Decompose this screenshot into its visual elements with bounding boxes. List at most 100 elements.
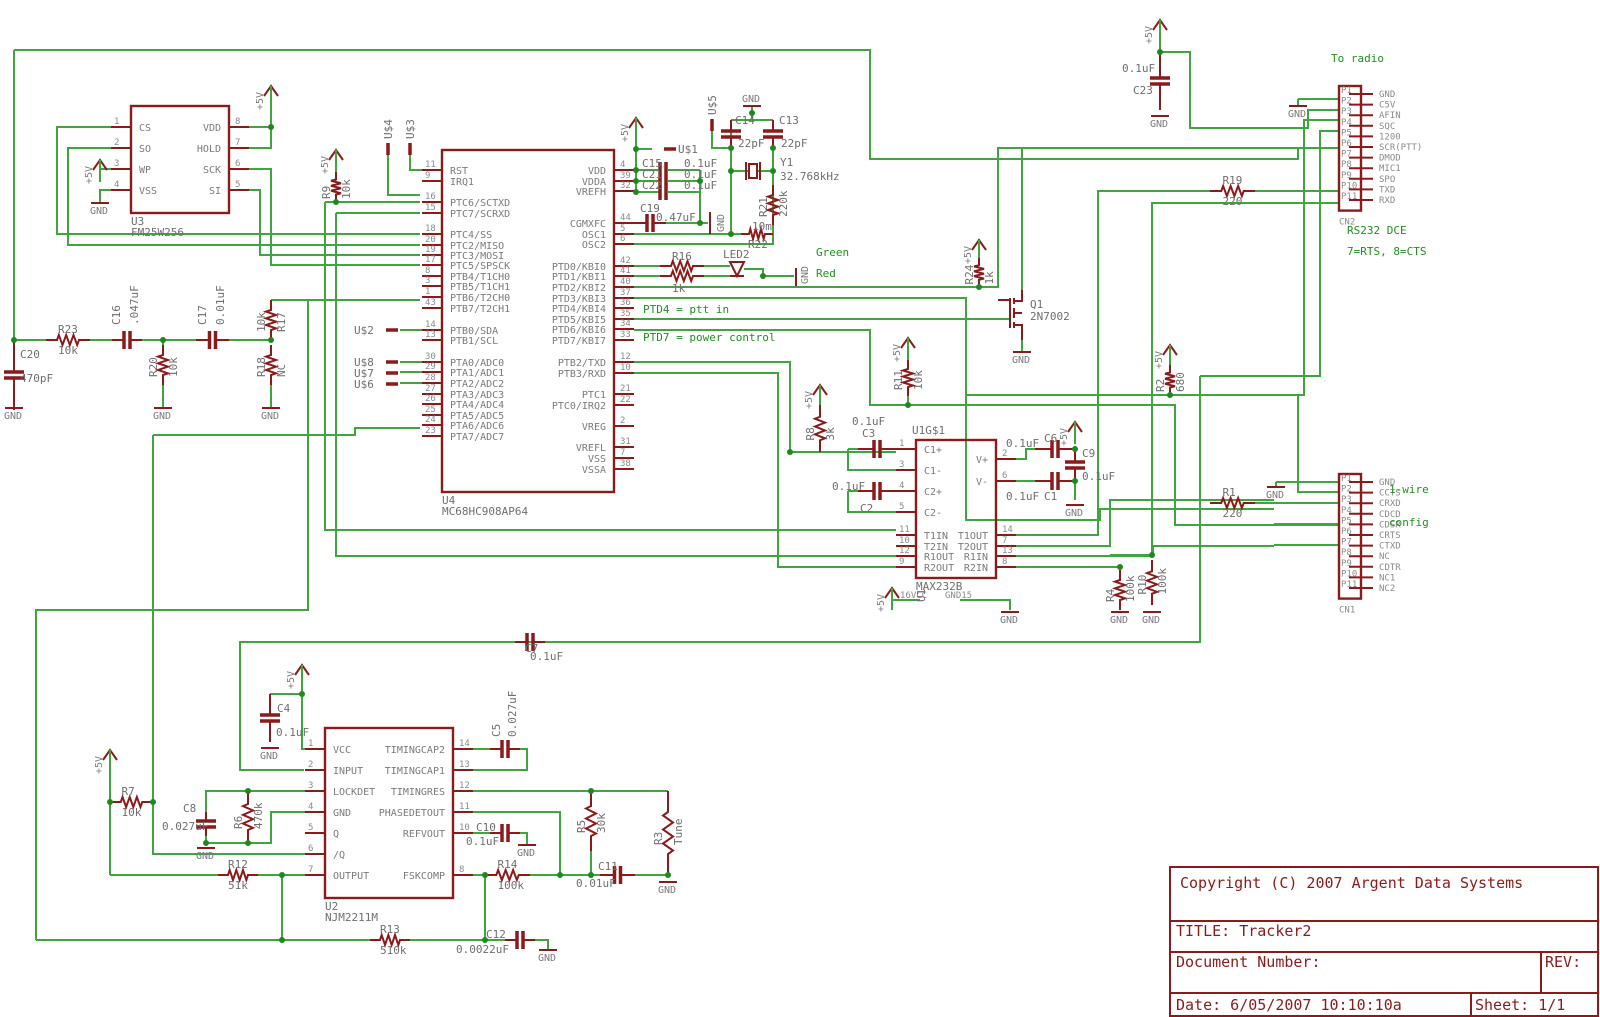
vcc-label: +5V — [1154, 351, 1165, 369]
wire — [249, 189, 420, 256]
capacitor — [196, 331, 229, 349]
wires — [13, 42, 1339, 950]
junction-dot — [279, 872, 285, 878]
port-label: U$3 — [404, 119, 417, 139]
c5-ref: C5 — [490, 724, 503, 737]
wire — [239, 376, 1201, 771]
pin-number: 39 — [620, 171, 631, 181]
pin-name: PTB0/SDA — [450, 326, 498, 337]
wire — [153, 427, 420, 436]
ref-label: C3 — [862, 427, 875, 440]
pin-name: TIMINGRES — [391, 787, 445, 798]
pin-name: CCTS — [1379, 489, 1401, 499]
pin-name: R1OUT — [924, 552, 954, 563]
pin-name: INPUT — [333, 766, 363, 777]
pin-name: VREFL — [576, 443, 606, 454]
pin-number: 8 — [425, 266, 430, 276]
pin-number: 20 — [425, 235, 436, 245]
ptd7-note: PTD7 = power control — [643, 331, 775, 344]
pin-number: 13 — [425, 330, 436, 340]
pin-name: C1+ — [924, 445, 942, 456]
value-label: 1k — [983, 271, 996, 285]
pin-name: NC1 — [1379, 573, 1395, 583]
pin-name: SCK — [203, 165, 221, 176]
max232-vcc-pin: 16VCC — [900, 591, 927, 601]
value-label: 10k — [122, 806, 142, 819]
resistor — [741, 225, 773, 243]
port-label: U$7 — [354, 367, 374, 380]
capacitor: C90.1uF — [1065, 447, 1115, 483]
pin-name: V- — [976, 477, 988, 488]
value-label: 22pF — [781, 137, 808, 150]
junction-dot — [905, 402, 911, 408]
pin-number: 35 — [620, 309, 631, 319]
resistor-zigzag-icon — [741, 225, 773, 243]
vcc-label: +5V — [1144, 26, 1155, 44]
resistor-zigzag-icon — [1111, 570, 1129, 610]
pin-name: PTB6/T2CH0 — [450, 293, 510, 304]
wire — [1200, 130, 1339, 377]
pin-name: PTA5/ADC5 — [450, 411, 504, 422]
junction-dot — [633, 178, 639, 184]
wire — [1151, 202, 1339, 345]
pin-number: 14 — [1002, 525, 1013, 535]
wire — [711, 131, 731, 149]
pin-number: 4 — [308, 802, 313, 812]
wire — [847, 491, 896, 513]
c16-ref: C16 — [110, 305, 123, 325]
vcc-symbol: +5V — [320, 148, 344, 174]
net-port: U$4 — [382, 119, 395, 155]
pin-name: AFIN — [1379, 111, 1401, 121]
pin-number: 12 — [459, 781, 470, 791]
value-label: 0.01uF — [576, 877, 616, 890]
resistor-zigzag-icon — [485, 867, 530, 883]
junction-dot — [728, 145, 734, 151]
gnd-label: GND — [196, 851, 214, 862]
c2-value: 0.1uF — [832, 480, 865, 493]
gnd-label: GND — [800, 266, 811, 284]
c17-value: 0.01uF — [214, 285, 227, 325]
pin-number: 8 — [1002, 557, 1007, 567]
config-note: config — [1389, 516, 1429, 529]
pin-name: R2OUT — [924, 563, 954, 574]
ref-label: R12 — [228, 858, 248, 871]
y1-ref: Y1 — [780, 156, 793, 169]
pin-number: 11 — [425, 160, 436, 170]
sheet-text: Sheet: 1/1 — [1475, 996, 1565, 1014]
value-label: 0.47uF — [656, 211, 696, 224]
pin-number: 28 — [425, 373, 436, 383]
pin-number: 10 — [459, 823, 470, 833]
pin-name: GND — [1379, 478, 1395, 488]
pin-name: R2IN — [964, 563, 988, 574]
junction-dot — [279, 937, 285, 943]
ptd4-note: PTD4 = ptt in — [643, 303, 729, 316]
c17-ref: C17 — [196, 305, 209, 325]
c6-value: 0.1uF — [1006, 437, 1039, 450]
vcc-label: +5V — [286, 671, 297, 689]
connector-body — [1337, 472, 1363, 600]
wire — [335, 213, 896, 557]
ic-body — [129, 104, 231, 215]
c15-value: 0.1uF — [684, 157, 717, 170]
value-label: 0.0022uF — [456, 943, 509, 956]
pin-number: 16 — [425, 192, 436, 202]
value-label: 470k — [252, 802, 265, 829]
port-label: U$5 — [706, 95, 719, 115]
vcc-symbol: +5V — [94, 748, 118, 774]
ref-label: R6 — [232, 816, 245, 829]
capacitor: C2 — [858, 482, 896, 515]
gnd-symbol: GND — [4, 407, 23, 422]
c5-value: 0.027uF — [506, 691, 519, 737]
ic-part: MC68HC908AP64 — [442, 505, 528, 518]
c16-value: .047uF — [128, 285, 141, 325]
pin-name: CRTS — [1379, 531, 1401, 541]
pin-number: P6 — [1341, 527, 1352, 537]
pin-number: P8 — [1341, 160, 1352, 170]
junction-dot — [1117, 564, 1123, 570]
